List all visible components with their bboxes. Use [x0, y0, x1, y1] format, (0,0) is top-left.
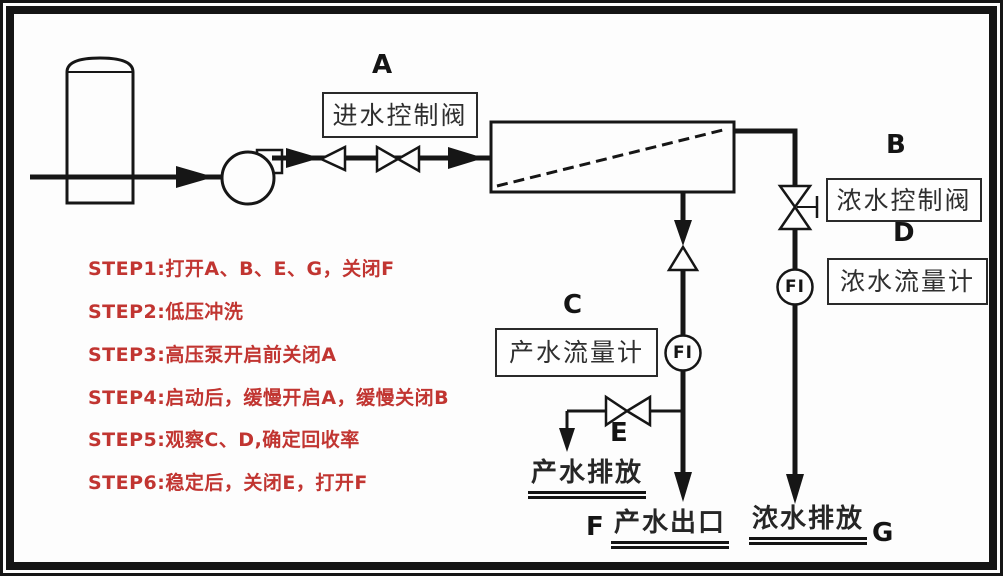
permeate-fi-text: FI — [673, 343, 693, 363]
permeate-flow-meter-label: 产水流量计 — [495, 328, 658, 377]
membrane-diagonal — [496, 127, 728, 188]
drain-g-letter: G — [872, 518, 894, 548]
drain-valve-icon — [604, 394, 630, 428]
flow-arrow-icon — [674, 220, 692, 246]
step-2: STEP2:低压冲洗 — [88, 301, 244, 323]
valve-a-letter: A — [372, 50, 393, 80]
check-valve-icon — [318, 144, 347, 172]
concentrate-pipe — [734, 128, 798, 186]
concentrate-drain-label: 浓水排放 — [749, 506, 868, 545]
valve-e-letter: E — [610, 418, 628, 448]
concentrate-fi-text: FI — [785, 277, 805, 297]
valve-b-letter: B — [886, 130, 906, 160]
permeate-outlet-label: 产水出口 — [611, 510, 730, 549]
flow-arrow-icon — [674, 472, 692, 502]
step-1: STEP1:打开A、B、E、G，关闭F — [88, 258, 395, 280]
concentrate-control-valve-icon — [777, 204, 813, 231]
flow-arrow-icon — [448, 147, 484, 169]
concentrate-flow-meter-label: 浓水流量计 — [827, 258, 988, 305]
outlet-f-letter: F — [586, 512, 604, 542]
pump-icon — [220, 150, 276, 206]
step-6: STEP6:稳定后，关闭E，打开F — [88, 472, 368, 494]
feed-control-valve-icon — [375, 144, 401, 174]
membrane-module-icon — [489, 120, 736, 194]
step-4: STEP4:启动后，缓慢开启A，缓慢关闭B — [88, 387, 450, 409]
meter-c-letter: C — [563, 290, 583, 320]
concentrate-flow-meter-icon — [776, 268, 814, 306]
flow-arrow-icon — [559, 428, 575, 452]
step-5: STEP5:观察C、D,确定回收率 — [88, 429, 360, 451]
concentrate-control-valve-label: 浓水控制阀 — [826, 178, 982, 222]
meter-d-letter: D — [893, 218, 915, 248]
permeate-drain-label: 产水排放 — [528, 460, 647, 499]
check-valve-icon — [666, 244, 700, 272]
flow-arrow-icon — [786, 474, 804, 504]
feed-tank-icon — [65, 56, 135, 205]
drain-valve-icon — [624, 394, 652, 428]
step-3: STEP3:高压泵开启前关闭A — [88, 344, 337, 366]
feed-control-valve-label: 进水控制阀 — [322, 92, 478, 138]
flow-arrow-icon — [176, 166, 214, 188]
feed-control-valve-icon — [395, 144, 421, 174]
flow-arrow-icon — [286, 148, 320, 168]
concentrate-control-valve-icon — [777, 184, 813, 210]
